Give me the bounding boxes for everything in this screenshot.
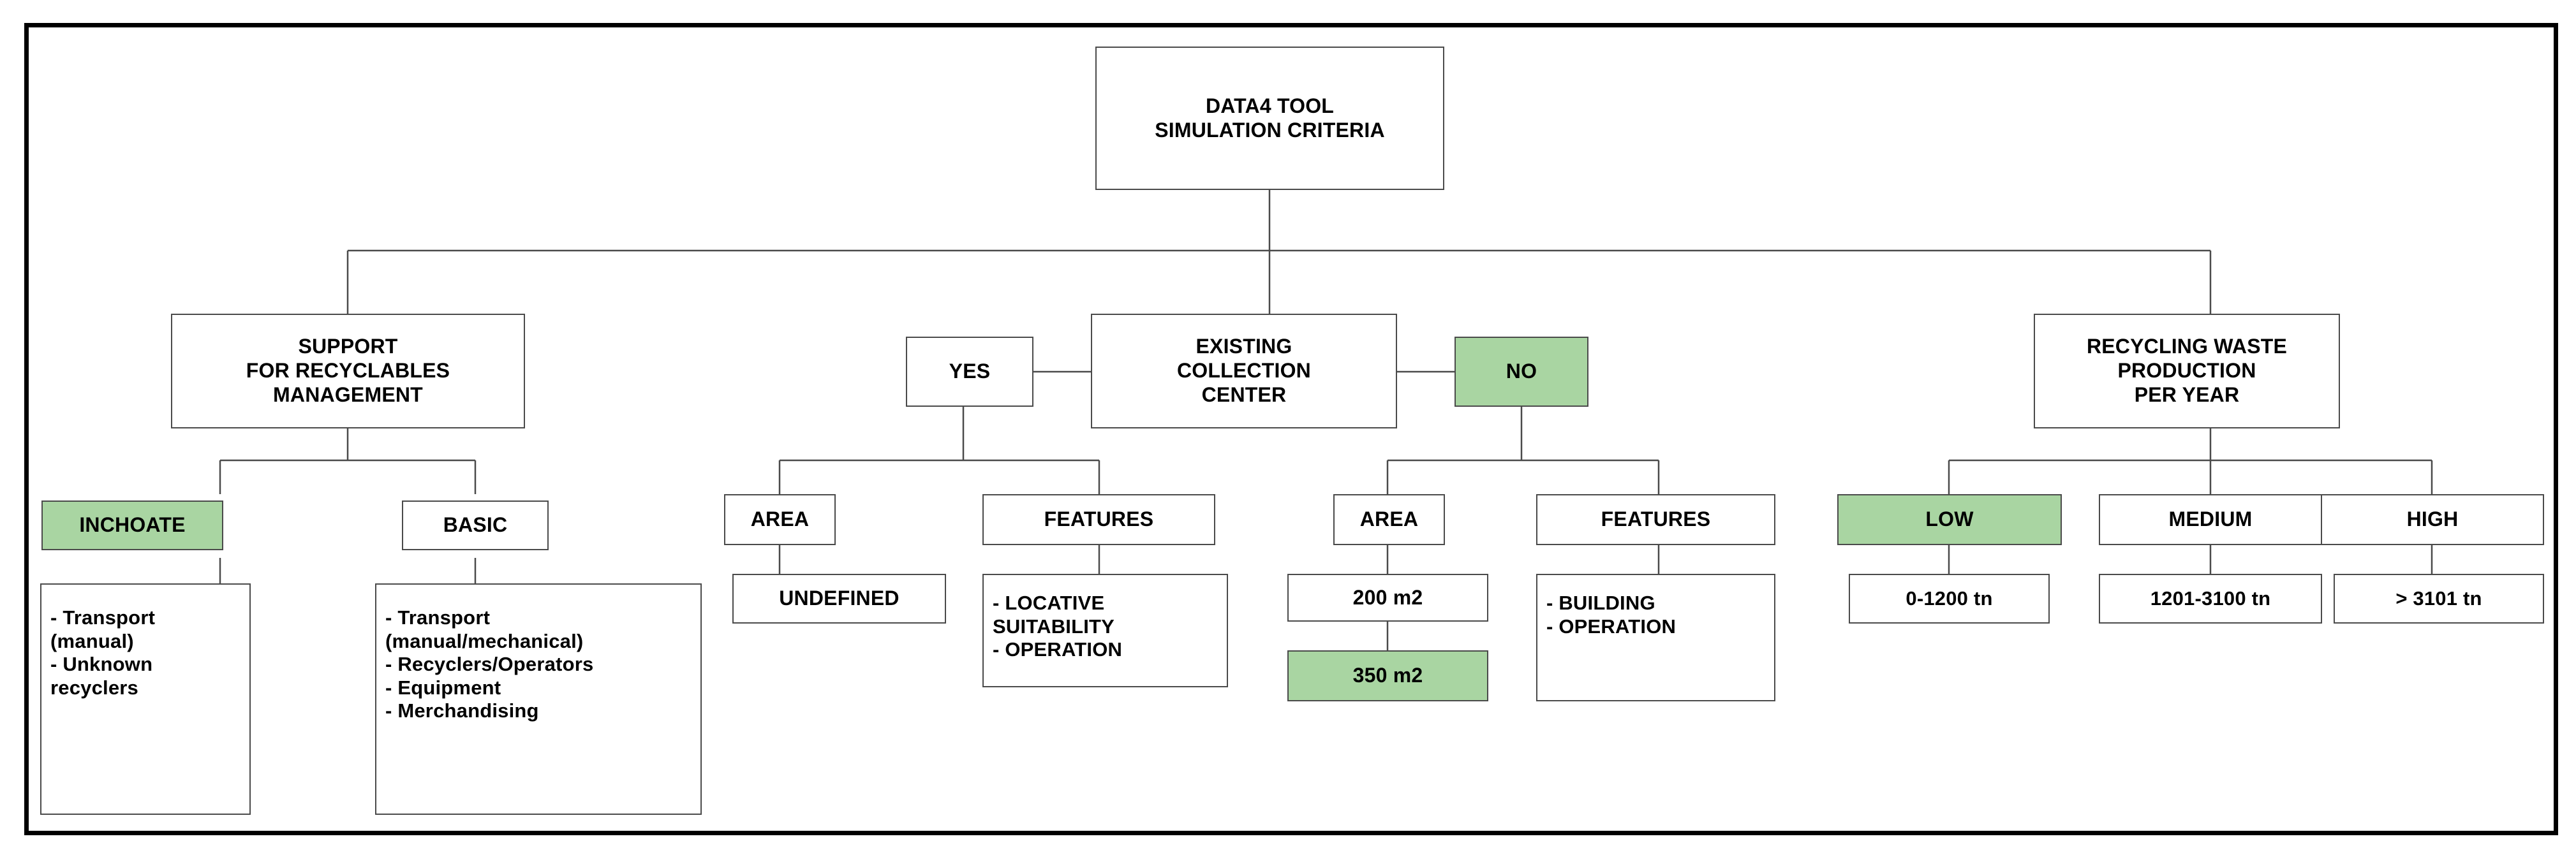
- node-medium-value-label: 1201-3100 tn: [2150, 587, 2271, 610]
- node-basic-label: BASIC: [443, 513, 508, 537]
- node-inchoate-details[interactable]: - Transport (manual) - Unknown recyclers: [40, 583, 251, 815]
- node-medium[interactable]: MEDIUM: [2099, 494, 2322, 545]
- node-yes-features-details[interactable]: - LOCATIVE SUITABILITY - OPERATION: [982, 574, 1228, 687]
- node-no-area-value-350[interactable]: 350 m2: [1287, 650, 1488, 701]
- node-support-label: SUPPORT FOR RECYCLABLES MANAGEMENT: [246, 335, 450, 406]
- node-no-features-label: FEATURES: [1601, 508, 1711, 531]
- node-yes-area-value[interactable]: UNDEFINED: [732, 574, 946, 624]
- node-root[interactable]: DATA4 TOOL SIMULATION CRITERIA: [1095, 47, 1444, 190]
- node-low-value[interactable]: 0-1200 tn: [1849, 574, 2050, 624]
- node-recycling-waste-production-per-year[interactable]: RECYCLING WASTE PRODUCTION PER YEAR: [2034, 314, 2340, 428]
- node-medium-value[interactable]: 1201-3100 tn: [2099, 574, 2322, 624]
- node-no-features-details-text: - BUILDING - OPERATION: [1546, 592, 1677, 638]
- node-inchoate-label: INCHOATE: [79, 513, 186, 537]
- node-root-label: DATA4 TOOL SIMULATION CRITERIA: [1155, 94, 1385, 142]
- node-no-features-details[interactable]: - BUILDING - OPERATION: [1536, 574, 1775, 701]
- node-no-area-label: AREA: [1359, 508, 1419, 531]
- node-yes-label: YES: [949, 360, 991, 383]
- node-inchoate-details-text: - Transport (manual) - Unknown recyclers: [50, 606, 156, 699]
- node-low-value-label: 0-1200 tn: [1906, 587, 1993, 610]
- node-high-label: HIGH: [2406, 508, 2459, 531]
- node-no-features[interactable]: FEATURES: [1536, 494, 1775, 545]
- node-inchoate[interactable]: INCHOATE: [41, 501, 223, 550]
- node-no-area-value-200[interactable]: 200 m2: [1287, 574, 1488, 622]
- node-yes-features-label: FEATURES: [1044, 508, 1154, 531]
- node-no-label: NO: [1506, 360, 1537, 383]
- node-medium-label: MEDIUM: [2168, 508, 2253, 531]
- node-yes-features[interactable]: FEATURES: [982, 494, 1215, 545]
- node-low[interactable]: LOW: [1837, 494, 2062, 545]
- node-yes-area[interactable]: AREA: [724, 494, 836, 545]
- node-no[interactable]: NO: [1455, 337, 1588, 407]
- node-support-for-recyclables-management[interactable]: SUPPORT FOR RECYCLABLES MANAGEMENT: [171, 314, 525, 428]
- node-basic-details-text: - Transport (manual/mechanical) - Recycl…: [385, 606, 594, 722]
- node-recycling-waste-label: RECYCLING WASTE PRODUCTION PER YEAR: [2086, 335, 2288, 406]
- node-basic-details[interactable]: - Transport (manual/mechanical) - Recycl…: [375, 583, 702, 815]
- node-low-label: LOW: [1925, 508, 1974, 531]
- node-no-area-value-200-label: 200 m2: [1352, 585, 1423, 609]
- node-yes-area-value-label: UNDEFINED: [779, 587, 899, 610]
- node-high-value[interactable]: > 3101 tn: [2334, 574, 2544, 624]
- node-yes-features-details-text: - LOCATIVE SUITABILITY - OPERATION: [993, 592, 1123, 661]
- node-existing-collection-center-label: EXISTING COLLECTION CENTER: [1177, 335, 1311, 406]
- node-high[interactable]: HIGH: [2321, 494, 2544, 545]
- node-high-value-label: > 3101 tn: [2395, 587, 2482, 610]
- node-no-area[interactable]: AREA: [1333, 494, 1445, 545]
- node-yes-area-label: AREA: [750, 508, 810, 531]
- node-no-area-value-350-label: 350 m2: [1352, 664, 1423, 687]
- node-existing-collection-center[interactable]: EXISTING COLLECTION CENTER: [1091, 314, 1397, 428]
- node-yes[interactable]: YES: [906, 337, 1033, 407]
- node-basic[interactable]: BASIC: [402, 501, 549, 550]
